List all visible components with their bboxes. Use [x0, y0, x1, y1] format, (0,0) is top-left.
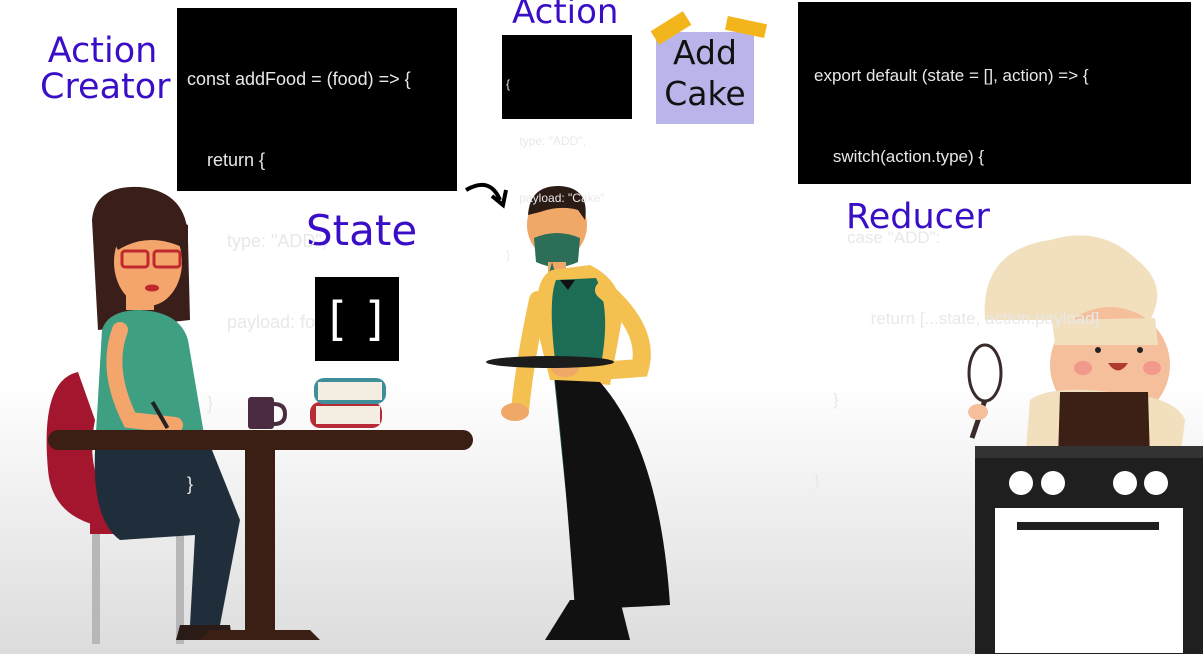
code-line: type: "ADD",	[506, 134, 586, 148]
books-icon	[310, 378, 386, 428]
reducer-code-block: export default (state = [], action) => {…	[798, 2, 1191, 490]
note-line2: Cake	[664, 74, 746, 113]
code-line: }	[506, 248, 511, 262]
action-label: Action	[512, 0, 619, 32]
sticky-note-text: Add Cake	[656, 32, 754, 114]
code-line: const addFood = (food) => {	[187, 69, 411, 89]
code-line: {	[506, 77, 511, 91]
state-value-box: [ ]	[315, 277, 399, 361]
chef	[967, 235, 1185, 462]
state-value: [ ]	[328, 292, 386, 346]
code-line: return {	[187, 150, 266, 170]
waiter	[486, 185, 670, 640]
code-line: }	[187, 393, 214, 413]
code-line: case "ADD":	[814, 228, 941, 247]
code-line: type: "ADD",	[187, 231, 327, 251]
code-line: export default (state = [], action) => {	[814, 66, 1089, 85]
code-line: }	[814, 471, 820, 490]
woman-customer	[92, 186, 240, 640]
action-creator-label-line1: Action	[47, 31, 158, 71]
note-line1: Add	[673, 33, 737, 72]
code-line: switch(action.type) {	[814, 147, 985, 166]
action-creator-label-line2: Creator	[40, 66, 171, 107]
code-line: }	[187, 474, 194, 494]
code-line: }	[814, 390, 839, 409]
sticky-note	[650, 11, 768, 124]
action-creator-label: Action Creator	[40, 31, 171, 107]
action-code-block: { type: "ADD", payload: "Cake" }	[502, 35, 632, 262]
table	[48, 430, 473, 640]
arrow-icon	[464, 182, 508, 209]
mug-icon	[248, 397, 288, 429]
stove-icon	[975, 446, 1203, 654]
reducer-label: Reducer	[846, 197, 990, 237]
action-creator-code-block: const addFood = (food) => { return { typ…	[177, 8, 457, 494]
code-line: return [...state, action.payload]	[814, 309, 1100, 328]
code-line: payload: "Cake"	[506, 191, 605, 205]
state-label: State	[306, 206, 418, 255]
